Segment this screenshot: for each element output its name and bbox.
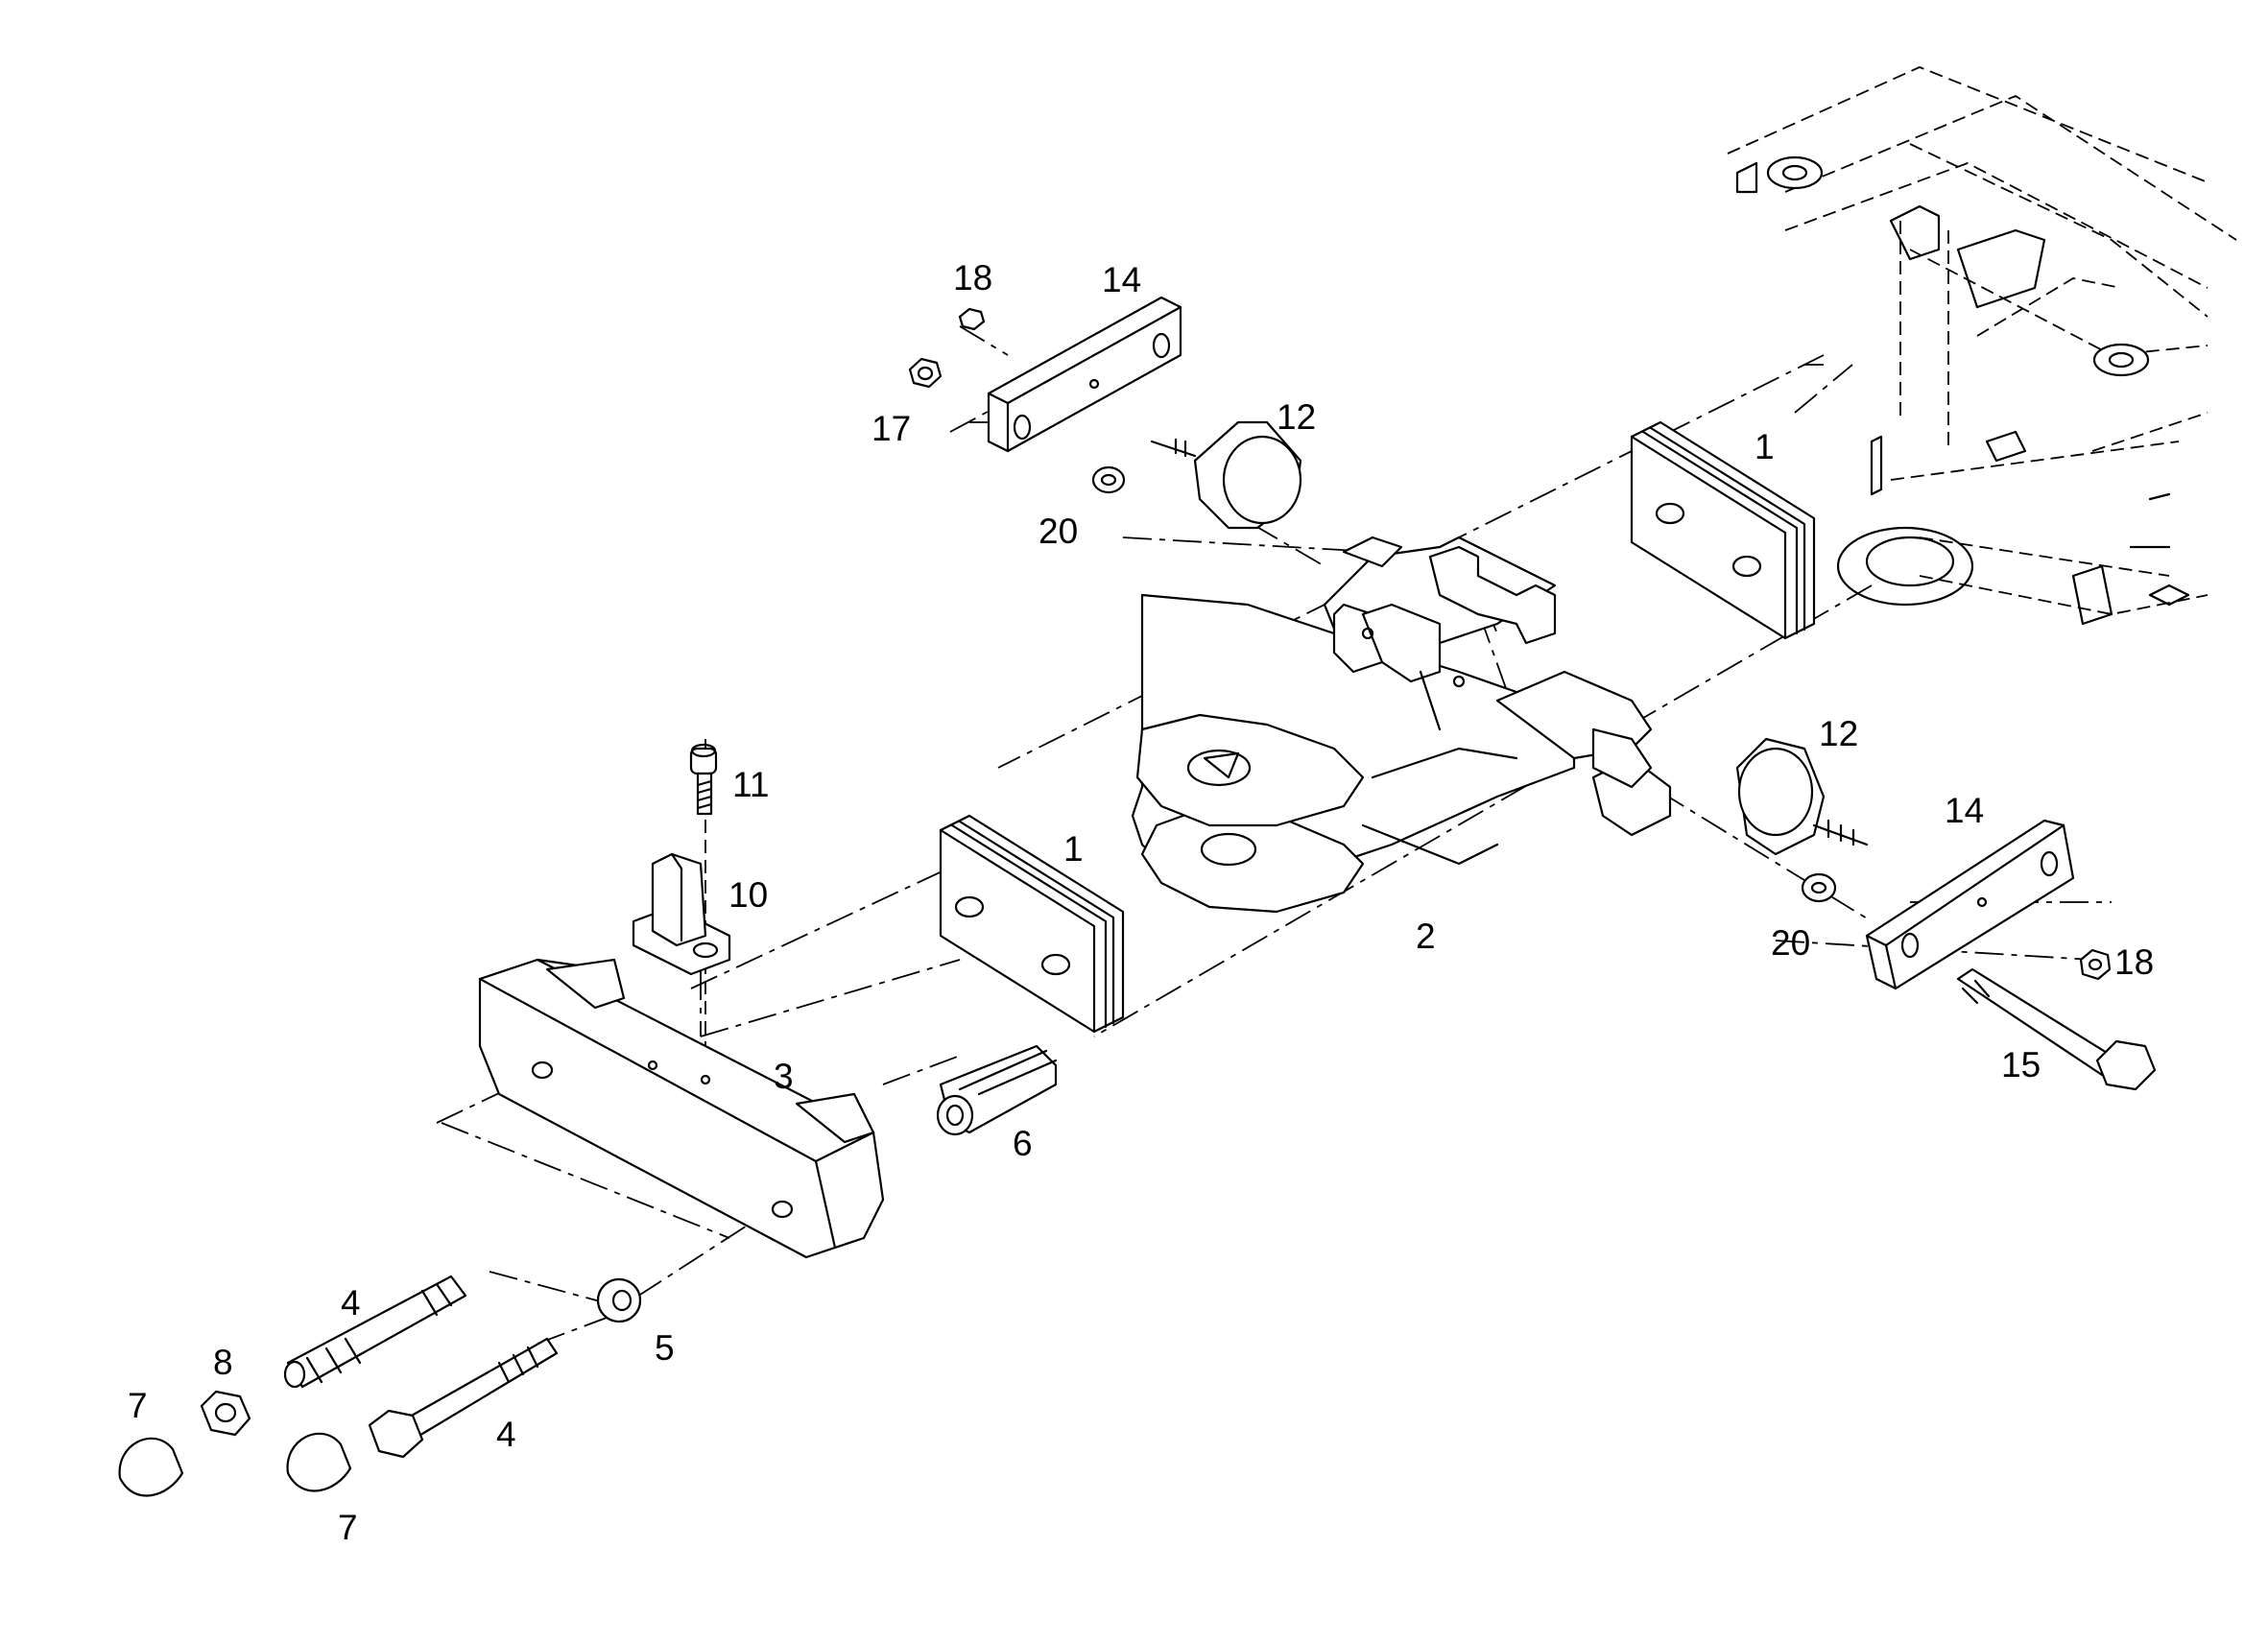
cap-nut-part-7-left (118, 1437, 184, 1497)
callout-labels: 1 1 2 3 4 4 5 6 7 7 8 10 11 12 12 14 14 … (128, 258, 2154, 1547)
callout-20-lower: 20 (1771, 923, 1810, 963)
nut-part-18-upper (958, 307, 986, 331)
rubber-pad-lower-part-1 (939, 814, 1125, 1034)
vehicle-frame-phantom (1727, 66, 2237, 626)
cap-nut-part-7-right (286, 1432, 352, 1492)
callout-7-right: 7 (338, 1508, 358, 1547)
washer-part-20-lower (1801, 872, 1837, 903)
plate-upper-part-14 (987, 296, 1182, 453)
bushing-part-6 (936, 1044, 1058, 1136)
callout-18-lower: 18 (2114, 942, 2154, 982)
bolt-part-15 (1956, 967, 2157, 1091)
screw-part-11 (689, 743, 718, 816)
callout-5: 5 (655, 1328, 675, 1368)
bolt-part-4-lower (368, 1337, 559, 1459)
callout-15: 15 (2001, 1045, 2041, 1084)
stud-part-4-upper (283, 1275, 467, 1389)
washer-part-5 (596, 1277, 642, 1323)
rubber-buffer-lower-part-12 (1735, 737, 1869, 856)
hitch-housing-part-2 (1131, 536, 1672, 914)
callout-17: 17 (871, 409, 911, 448)
cross-beam-part-3 (478, 958, 885, 1259)
callout-12-upper: 12 (1277, 397, 1316, 437)
callout-2: 2 (1416, 917, 1436, 956)
nut-part-17 (908, 357, 943, 389)
callout-8: 8 (213, 1343, 233, 1382)
rubber-pad-upper-part-1 (1630, 420, 1816, 640)
callout-10: 10 (728, 875, 768, 915)
callout-11: 11 (732, 765, 769, 804)
bracket-part-10 (632, 852, 731, 976)
callout-14-lower: 14 (1945, 791, 1984, 830)
callout-12-lower: 12 (1819, 714, 1858, 753)
nut-part-8 (200, 1390, 251, 1437)
callout-3: 3 (774, 1057, 794, 1096)
plate-lower-part-14 (1865, 819, 2075, 990)
callout-6: 6 (1013, 1124, 1033, 1163)
washer-part-20-upper (1091, 465, 1126, 494)
callout-14-upper: 14 (1102, 260, 1141, 299)
callout-18-upper: 18 (953, 258, 992, 298)
callout-7-left: 7 (128, 1386, 148, 1425)
callout-20-upper: 20 (1039, 512, 1078, 551)
callout-4-lower: 4 (496, 1415, 516, 1454)
callout-4-upper: 4 (341, 1283, 361, 1322)
callout-1-lower: 1 (1063, 829, 1084, 869)
nut-part-18-lower (2079, 948, 2112, 981)
callout-1-upper: 1 (1755, 427, 1775, 466)
rubber-buffer-upper-part-12 (1150, 420, 1302, 530)
